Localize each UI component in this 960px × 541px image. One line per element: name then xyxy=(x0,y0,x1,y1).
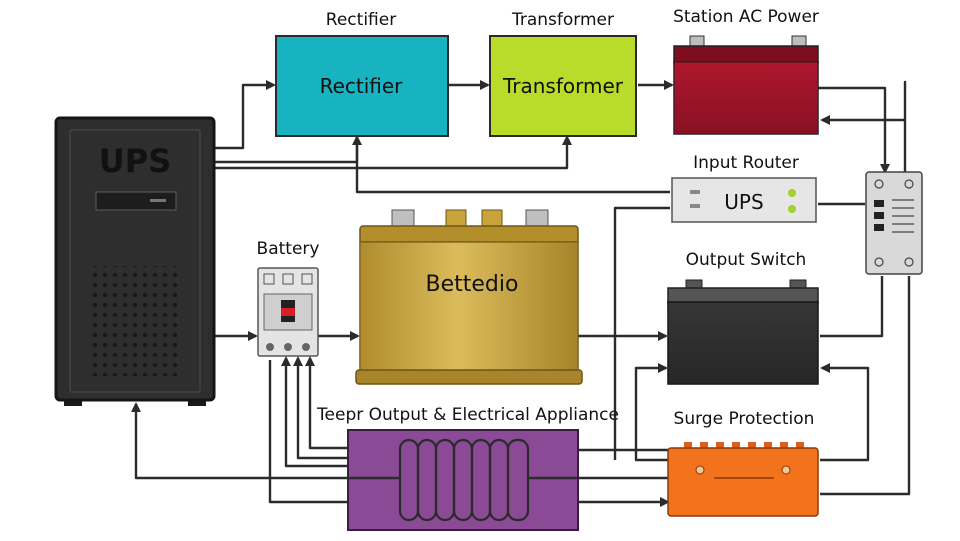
bettedio-battery: Bettedio xyxy=(355,209,583,385)
ups-vent-grille xyxy=(92,266,180,376)
coil-windings xyxy=(398,438,530,522)
input-router-label: UPS xyxy=(724,190,763,214)
surge-protection-caption: Surge Protection xyxy=(674,409,815,429)
wire-station-to-panel xyxy=(818,86,890,174)
battery-breaker: Battery xyxy=(257,239,320,357)
wire-coil-to-breaker-2 xyxy=(293,356,348,460)
output-switch-caption: Output Switch xyxy=(686,250,807,270)
rectifier-box xyxy=(275,35,449,137)
wire-ups-to-transformer-bottom xyxy=(214,135,572,170)
coil-box xyxy=(347,429,579,531)
wire-ups-to-rectifier-bottom xyxy=(214,135,362,164)
wire-router-to-switch xyxy=(613,206,670,460)
input-router-box xyxy=(671,177,817,223)
output-switch: Output Switch xyxy=(667,250,819,385)
rectifier-block: Rectifier Rectifier xyxy=(275,10,449,137)
wire-coil-to-breaker-1 xyxy=(281,356,348,468)
transformer-caption: Transformer xyxy=(511,10,614,30)
surge-protection-body xyxy=(667,447,819,517)
input-router: Input Router UPS xyxy=(671,153,817,223)
input-router-caption: Input Router xyxy=(693,153,799,173)
wire-ups-to-rectifier xyxy=(214,80,276,150)
router-led-2 xyxy=(788,205,796,213)
surge-protection: Surge Protection xyxy=(667,409,819,517)
battery-caption: Battery xyxy=(257,239,320,259)
ups-tower: UPS xyxy=(54,116,216,406)
router-led-1 xyxy=(788,189,796,197)
bettedio-body xyxy=(359,241,579,373)
wire-surge-to-switch xyxy=(820,363,870,462)
coil-caption: Teepr Output & Electrical Appliance xyxy=(316,405,619,425)
station-ac-power-caption: Station AC Power xyxy=(673,7,819,27)
transformer-box xyxy=(489,35,637,137)
bettedio-label: Bettedio xyxy=(426,272,519,297)
rectifier-label: Rectifier xyxy=(320,74,404,98)
teepr-coil: Teepr Output & Electrical Appliance xyxy=(316,405,619,531)
breaker-toggle xyxy=(281,308,295,316)
wire-panel-to-surge xyxy=(820,276,911,496)
wire-router-to-rectifier xyxy=(355,137,670,194)
station-ac-power: Station AC Power xyxy=(673,7,819,135)
rectifier-caption: Rectifier xyxy=(326,10,396,30)
distribution-panel xyxy=(865,171,923,275)
wire-coil-to-breaker-3 xyxy=(305,356,348,450)
transformer-block: Transformer Transformer xyxy=(489,10,637,137)
ups-tower-label: UPS xyxy=(99,142,171,180)
output-switch-body xyxy=(667,301,819,385)
drive-bay xyxy=(95,191,177,211)
station-ac-power-body xyxy=(673,61,819,135)
wire-switch-to-panel xyxy=(820,276,884,338)
wire-surge-left-to-switch xyxy=(634,363,668,462)
transformer-label: Transformer xyxy=(502,74,624,98)
wire-panel-to-station xyxy=(820,80,907,172)
